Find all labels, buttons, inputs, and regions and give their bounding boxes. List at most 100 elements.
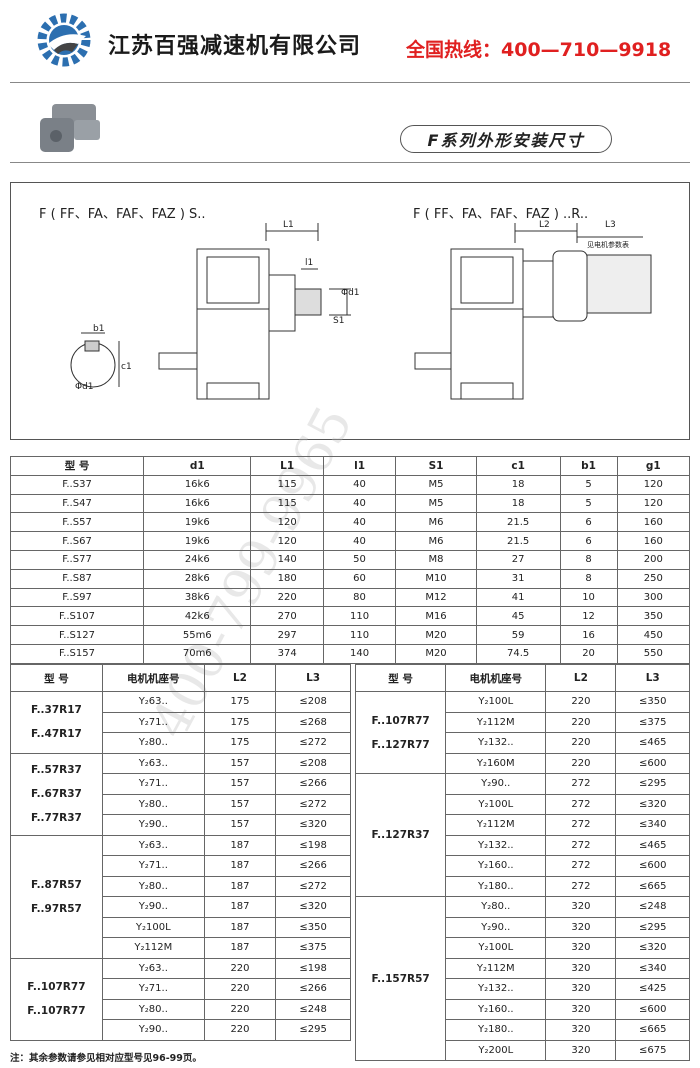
table-cell: 187 <box>203 834 277 856</box>
table-cell: 320 <box>545 937 617 959</box>
table-cell: 19k6 <box>143 531 252 551</box>
motor-note: 见电机参数表 <box>587 240 629 249</box>
table-cell: Y₂71.. <box>101 855 205 877</box>
table-cell: 21.5 <box>475 531 561 551</box>
model-name: F..107R77 <box>27 981 86 993</box>
table-cell: Y₂112M <box>445 711 547 733</box>
model-name: F..37R17 <box>30 704 82 717</box>
table-cell: M6 <box>395 512 477 533</box>
table-cell: ≤675 <box>615 1039 690 1061</box>
title-divider <box>10 162 690 163</box>
column-header: g1 <box>616 456 691 476</box>
table-cell: M10 <box>395 568 477 589</box>
column-header: 电机机座号 <box>445 664 547 692</box>
column-header: b1 <box>559 456 618 476</box>
table-cell: 80 <box>322 587 397 608</box>
column-header: l1 <box>322 456 397 476</box>
table-cell: 550 <box>616 643 691 664</box>
table-cell: 374 <box>250 643 324 664</box>
table-cell: 220 <box>203 998 277 1020</box>
table-cell: 160 <box>616 531 691 551</box>
table-cell: ≤320 <box>275 814 351 836</box>
table-cell: 120 <box>250 531 324 551</box>
table-cell: 157 <box>203 814 277 836</box>
dim-d1: Φd1 <box>341 288 360 298</box>
table-cell: 157 <box>203 752 277 774</box>
table-cell: ≤320 <box>615 937 690 959</box>
table-cell: 59 <box>475 625 561 645</box>
table-row: Y₂180..272≤665 <box>356 875 690 897</box>
table-cell: 187 <box>203 896 277 918</box>
table-cell: Y₂63.. <box>101 834 205 856</box>
table-cell: ≤272 <box>275 875 351 897</box>
table-cell: ≤266 <box>275 855 351 877</box>
table-cell: Y₂180.. <box>445 1019 547 1041</box>
table-row: Y₂90..320≤295 <box>356 916 690 938</box>
table-cell: Y₂100L <box>445 691 547 713</box>
model-name: F..107R77 <box>371 714 430 727</box>
table-row: Y₂80..175≤272 <box>11 732 351 754</box>
table-cell: 16k6 <box>143 493 252 514</box>
table-cell: 18 <box>475 474 561 495</box>
table-cell: M5 <box>395 493 477 514</box>
table-cell: 320 <box>545 916 617 938</box>
table-cell: M8 <box>395 549 477 570</box>
table-cell: 5 <box>559 474 618 495</box>
table-cell: Y₂71.. <box>101 773 205 795</box>
table-cell: ≤665 <box>615 875 690 897</box>
table-cell: ≤198 <box>275 957 351 979</box>
table-cell: 250 <box>616 568 691 589</box>
table-row: Y₂132..220≤465 <box>356 732 690 754</box>
model-name: F..87R57 <box>30 878 82 891</box>
column-header: c1 <box>475 456 561 476</box>
table-cell: F..S157 <box>9 643 145 664</box>
table-cell: Y₂132.. <box>445 834 547 856</box>
dim-c1: c1 <box>121 362 132 372</box>
table-cell: 220 <box>203 957 277 979</box>
table-cell: 220 <box>545 732 617 754</box>
table-cell: 272 <box>545 834 617 856</box>
table-cell: 18 <box>475 493 561 514</box>
dim-d1-shaft: Φd1 <box>75 382 94 392</box>
table-cell: 110 <box>322 625 397 645</box>
table-cell: 24k6 <box>143 549 252 570</box>
table-cell: Y₂112M <box>445 814 547 836</box>
table-cell: 21.5 <box>475 512 561 533</box>
table-cell: 220 <box>250 587 324 608</box>
model-name: F..47R17 <box>30 728 82 741</box>
table-cell: ≤600 <box>615 752 690 774</box>
table-cell: ≤248 <box>275 998 351 1020</box>
table-cell: 187 <box>203 875 277 897</box>
table-cell: Y₂132.. <box>445 732 547 754</box>
table-cell: 220 <box>545 711 617 733</box>
table-cell: F..S87 <box>9 568 145 589</box>
table-cell: 55m6 <box>143 625 252 645</box>
table-cell: 115 <box>250 493 324 514</box>
table-cell: 180 <box>250 568 324 589</box>
table-cell: ≤208 <box>275 752 351 774</box>
table-cell: Y₂132.. <box>445 978 547 1000</box>
table-cell: 187 <box>203 855 277 877</box>
table-cell: ≤198 <box>275 834 351 856</box>
table-cell: 28k6 <box>143 568 252 589</box>
dim-l1: l1 <box>305 258 313 268</box>
table-cell: ≤272 <box>275 793 351 815</box>
table-cell: F..S107 <box>9 606 145 627</box>
dim-L2: L2 <box>539 220 550 230</box>
table-cell: ≤375 <box>615 711 690 733</box>
table-cell: ≤600 <box>615 998 690 1020</box>
table-row: Y₂180..320≤665 <box>356 1019 690 1041</box>
table-cell: ≤248 <box>615 896 690 918</box>
table-cell: 74.5 <box>475 643 561 664</box>
table-cell: Y₂100L <box>101 916 205 938</box>
table-cell: ≤375 <box>275 937 351 959</box>
table-cell: F..S67 <box>9 531 145 551</box>
